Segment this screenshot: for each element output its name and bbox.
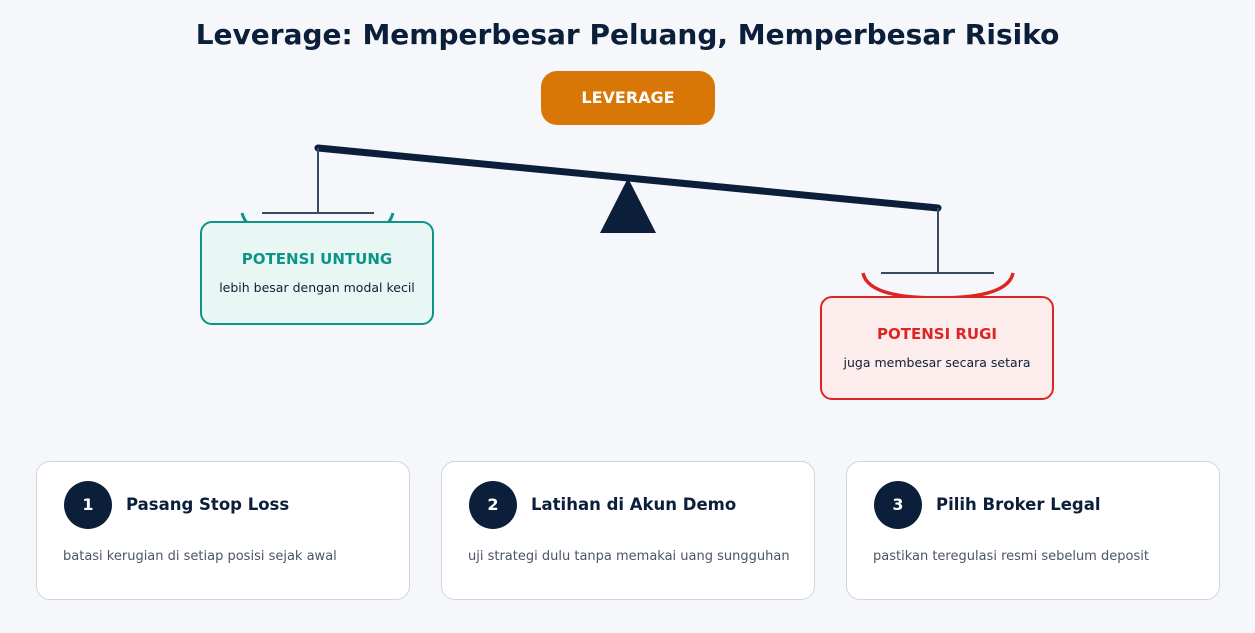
tip-description: batasi kerugian di setiap posisi sejak a… [63, 549, 337, 564]
gain-subtext: lebih besar dengan modal kecil [219, 280, 415, 295]
tip-number-badge: 2 [469, 481, 517, 529]
tip-number-badge: 1 [64, 481, 112, 529]
right-pan-arc [861, 272, 1015, 300]
tip-number-badge: 3 [874, 481, 922, 529]
scale-beam [314, 144, 942, 212]
gain-heading: POTENSI UNTUNG [241, 250, 393, 268]
loss-pan-box: POTENSI RUGI juga membesar secara setara [820, 296, 1054, 400]
loss-subtext: juga membesar secara setara [843, 355, 1031, 370]
tip-description: pastikan teregulasi resmi sebelum deposi… [873, 549, 1149, 564]
tip-card-stop-loss: 1 Pasang Stop Loss batasi kerugian di se… [36, 461, 410, 600]
tip-title: Pasang Stop Loss [126, 495, 290, 514]
page-title: Leverage: Memperbesar Peluang, Memperbes… [195, 18, 1060, 51]
tip-description: uji strategi dulu tanpa memakai uang sun… [468, 549, 790, 564]
loss-heading: POTENSI RUGI [876, 325, 997, 343]
fulcrum-triangle [600, 178, 656, 233]
tip-card-demo-account: 2 Latihan di Akun Demo uji strategi dulu… [441, 461, 815, 600]
leverage-label: LEVERAGE [541, 71, 715, 125]
gain-pan-box: POTENSI UNTUNG lebih besar dengan modal … [200, 221, 434, 325]
tip-title: Pilih Broker Legal [936, 495, 1101, 514]
tip-title: Latihan di Akun Demo [531, 495, 737, 514]
tip-card-legal-broker: 3 Pilih Broker Legal pastikan teregulasi… [846, 461, 1220, 600]
